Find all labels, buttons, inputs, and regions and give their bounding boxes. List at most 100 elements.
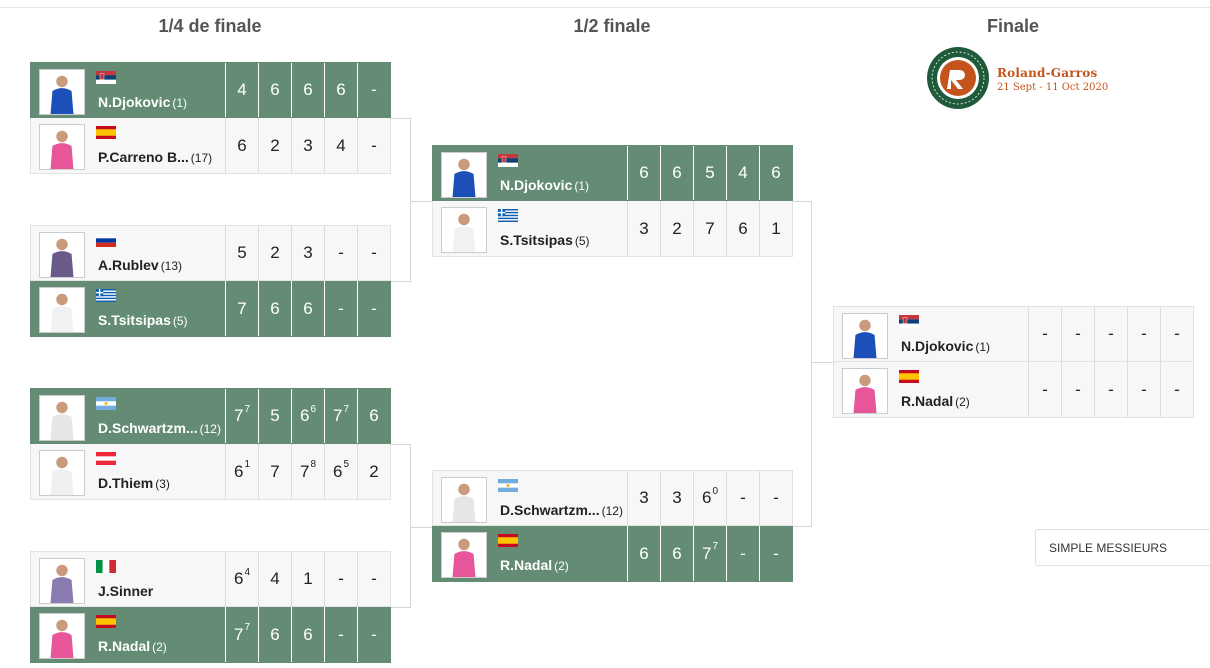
player-name[interactable]: N.Djokovic(1) xyxy=(901,338,990,354)
player-name-text[interactable]: A.Rublev xyxy=(98,257,159,273)
set-score: 3 xyxy=(291,118,324,173)
player-name-text[interactable]: S.Tsitsipas xyxy=(98,312,171,328)
player-name[interactable]: D.Schwartzm...(12) xyxy=(98,420,221,436)
player-cell[interactable]: N.Djokovic(1) xyxy=(31,63,225,117)
player-name-text[interactable]: R.Nadal xyxy=(500,557,553,573)
player-row[interactable]: R.Nadal(2)----- xyxy=(833,362,1194,418)
player-name-text[interactable]: D.Schwartzm... xyxy=(98,420,198,436)
player-cell[interactable]: P.Carreno B...(17) xyxy=(31,118,225,173)
player-cell[interactable]: S.Tsitsipas(5) xyxy=(433,201,627,256)
player-name[interactable]: S.Tsitsipas(5) xyxy=(500,232,590,248)
player-cell[interactable]: R.Nadal(2) xyxy=(31,607,225,662)
player-name[interactable]: R.Nadal(2) xyxy=(98,638,167,654)
match-card[interactable]: N.Djokovic(1)-----R.Nadal(2)----- xyxy=(833,306,1194,418)
player-name[interactable]: R.Nadal(2) xyxy=(901,393,970,409)
player-seed: (1) xyxy=(574,179,590,193)
serbia-flag-icon xyxy=(498,154,518,167)
player-seed: (12) xyxy=(199,422,221,436)
set-score: - xyxy=(759,526,792,581)
player-name-text[interactable]: N.Djokovic xyxy=(901,338,974,354)
player-name-text[interactable]: N.Djokovic xyxy=(98,94,171,110)
player-photo xyxy=(441,477,487,523)
tiebreak-score: 0 xyxy=(712,485,719,497)
set-score: 6 xyxy=(324,63,357,117)
set-score: 6 xyxy=(258,63,291,117)
tiebreak-score: 7 xyxy=(712,541,719,552)
player-cell[interactable]: A.Rublev(13) xyxy=(31,226,225,280)
player-name[interactable]: D.Schwartzm...(12) xyxy=(500,502,623,518)
player-name[interactable]: S.Tsitsipas(5) xyxy=(98,312,188,328)
player-name[interactable]: A.Rublev(13) xyxy=(98,257,182,273)
player-name-text[interactable]: P.Carreno B... xyxy=(98,149,189,165)
set-score: - xyxy=(357,281,390,336)
serbia-flag-icon xyxy=(899,315,919,328)
player-name[interactable]: J.Sinner xyxy=(98,583,155,599)
set-score: - xyxy=(1160,307,1193,361)
player-row[interactable]: N.Djokovic(1)----- xyxy=(833,306,1194,362)
player-cell[interactable]: D.Schwartzm...(12) xyxy=(433,471,627,525)
austria-flag-icon xyxy=(96,452,116,465)
player-cell[interactable]: R.Nadal(2) xyxy=(433,526,627,581)
round-title-quarter: 1/4 de finale xyxy=(158,16,262,36)
player-name-text[interactable]: J.Sinner xyxy=(98,583,154,599)
player-cell[interactable]: J.Sinner xyxy=(31,552,225,606)
set-score: 6 xyxy=(759,146,792,200)
player-seed: (2) xyxy=(152,640,167,654)
player-name[interactable]: P.Carreno B...(17) xyxy=(98,149,212,165)
connector-qf-1-out xyxy=(411,201,432,202)
player-name-text[interactable]: R.Nadal xyxy=(901,393,954,409)
set-score: 7 xyxy=(258,444,291,499)
connector-qf-1 xyxy=(390,118,411,282)
set-score: - xyxy=(726,471,759,525)
player-photo xyxy=(842,313,888,359)
player-name-text[interactable]: N.Djokovic xyxy=(500,177,573,193)
set-score: 6 xyxy=(357,389,390,443)
player-cell[interactable]: D.Thiem(3) xyxy=(31,444,225,499)
player-name-text[interactable]: D.Schwartzm... xyxy=(500,502,600,518)
round-title-final: Finale xyxy=(986,16,1039,36)
player-photo xyxy=(39,69,85,115)
player-name-text[interactable]: S.Tsitsipas xyxy=(500,232,573,248)
set-score: - xyxy=(1094,307,1127,361)
player-photo xyxy=(441,152,487,198)
set-score: - xyxy=(324,552,357,606)
player-name[interactable]: D.Thiem(3) xyxy=(98,475,170,491)
player-name[interactable]: N.Djokovic(1) xyxy=(500,177,589,193)
set-score: 4 xyxy=(324,118,357,173)
player-name-text[interactable]: R.Nadal xyxy=(98,638,151,654)
draw-filter-select[interactable]: SIMPLE MESSIEURS xyxy=(1035,529,1210,566)
player-cell[interactable]: D.Schwartzm...(12) xyxy=(31,389,225,443)
player-name-text[interactable]: D.Thiem xyxy=(98,475,154,491)
set-score: - xyxy=(1061,362,1094,417)
player-photo xyxy=(441,532,487,578)
player-photo xyxy=(39,395,85,441)
player-photo xyxy=(39,287,85,333)
player-photo xyxy=(842,368,888,414)
player-cell[interactable]: N.Djokovic(1) xyxy=(433,146,627,200)
player-photo xyxy=(39,558,85,604)
player-cell[interactable]: S.Tsitsipas(5) xyxy=(31,281,225,336)
player-name[interactable]: N.Djokovic(1) xyxy=(98,94,187,110)
player-cell[interactable]: R.Nadal(2) xyxy=(834,362,1028,417)
player-name[interactable]: R.Nadal(2) xyxy=(500,557,569,573)
player-cell[interactable]: N.Djokovic(1) xyxy=(834,307,1028,361)
tiebreak-score: 8 xyxy=(310,459,317,470)
